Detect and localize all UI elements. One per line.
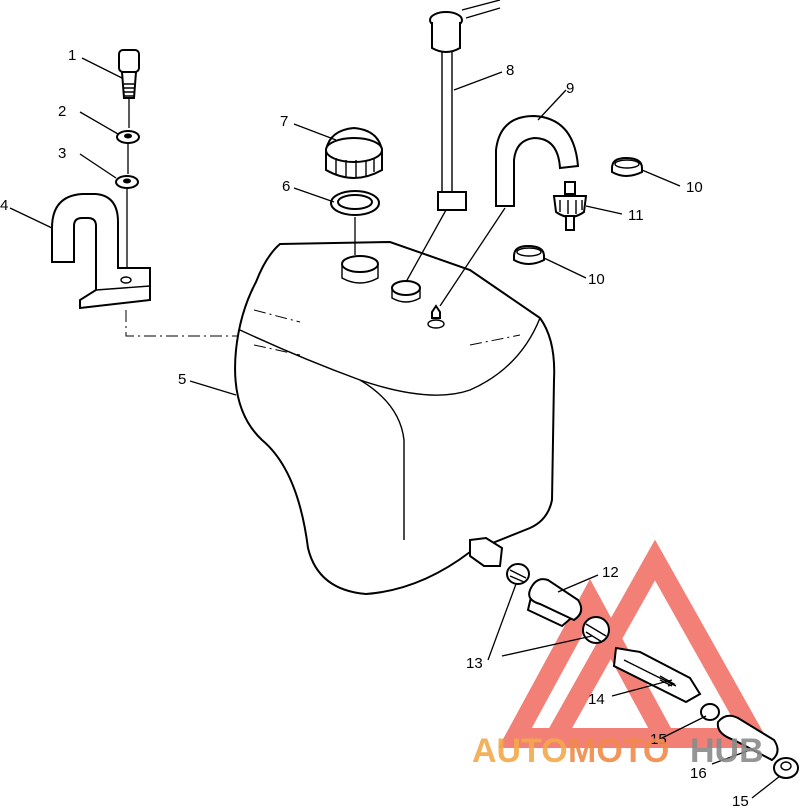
washer-part: [116, 130, 140, 174]
watermark-triangle-right: [537, 539, 773, 748]
callout-9: 9: [566, 80, 574, 97]
callout-10-lower: 10: [588, 271, 605, 288]
watermark-hub: HUB: [690, 732, 764, 770]
o-ring-part: [330, 190, 380, 255]
watermark-text: AUTO MOTO HUB: [472, 732, 764, 770]
fuel-tank-part: [234, 240, 556, 596]
callout-13: 13: [466, 655, 483, 672]
callout-5: 5: [178, 371, 186, 388]
leader-lines: [9, 57, 781, 799]
hose-clamp-part-upper: [611, 156, 643, 177]
vent-hose-part: [439, 114, 580, 307]
callout-8: 8: [506, 62, 514, 79]
callout-16: 16: [690, 765, 707, 782]
callout-labels: 1 2 3 4 5 6 7 8 9 10 10 11 12 13 14 15 1…: [0, 47, 749, 810]
callout-15-lower: 15: [732, 793, 749, 810]
callout-10-upper: 10: [686, 179, 703, 196]
callout-4: 4: [0, 197, 8, 214]
fuel-gauge-part: [405, 0, 501, 283]
short-hose-part: [716, 714, 779, 762]
watermark-moto: MOTO: [568, 732, 669, 770]
fuel-filter-part: [552, 181, 588, 231]
bracket-part: [51, 193, 240, 337]
callout-1: 1: [68, 47, 76, 64]
callout-2: 2: [58, 103, 66, 120]
fuel-cap-part: [325, 126, 383, 179]
fuel-hose-part: [526, 578, 583, 628]
fuel-fitting-part: [612, 646, 702, 704]
callout-15-upper: 15: [650, 731, 667, 748]
callout-11: 11: [628, 207, 644, 224]
hose-clamp-part-13a: [506, 563, 530, 585]
callout-14: 14: [588, 691, 605, 708]
bolt-part: [118, 49, 140, 128]
callout-12: 12: [602, 564, 619, 581]
callout-7: 7: [280, 113, 288, 130]
watermark-auto: AUTO: [472, 732, 568, 770]
small-clamp-part-lower: [773, 757, 799, 779]
callout-3: 3: [58, 145, 66, 162]
hose-clamp-part-13b: [582, 616, 610, 644]
callout-6: 6: [282, 178, 290, 195]
hose-clamp-part-lower: [513, 244, 545, 265]
nut-part: [115, 175, 139, 272]
